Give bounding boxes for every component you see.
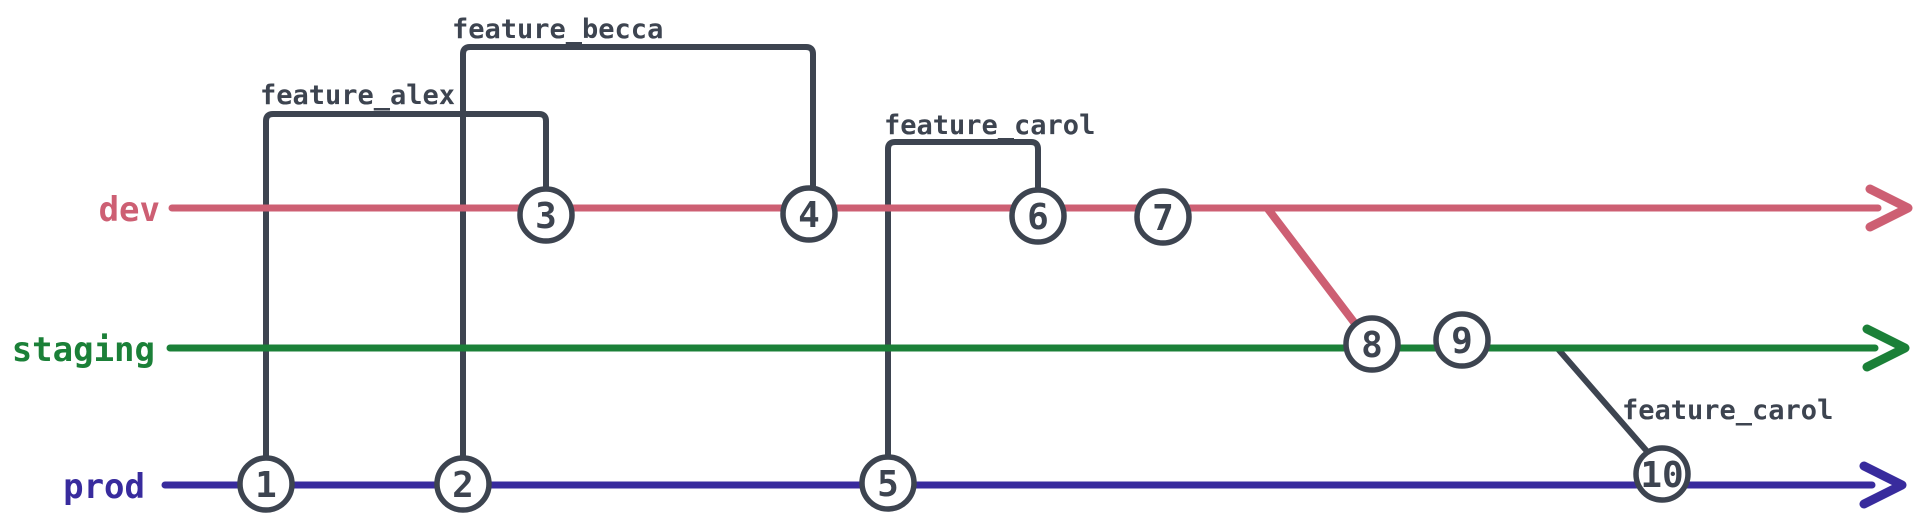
commit-node-8: 8 — [1343, 315, 1401, 373]
commit-node-10: 10 — [1633, 445, 1691, 503]
dev-branch-arrowhead-icon — [1865, 184, 1913, 232]
commit-number-8: 8 — [1361, 325, 1383, 366]
commit-node-5: 5 — [859, 454, 917, 512]
commit-number-2: 2 — [452, 465, 474, 506]
merge-line-dev-to-staging — [1264, 205, 1370, 342]
commit-number-10: 10 — [1640, 455, 1683, 496]
commit-node-7: 7 — [1134, 188, 1192, 246]
commit-number-1: 1 — [255, 465, 277, 506]
merge-line-staging-to-prod — [1555, 346, 1661, 467]
commit-circle-6 — [1009, 187, 1067, 245]
feature-label-alex: feature_alex — [260, 80, 455, 111]
branch-label-prod: prod — [63, 467, 145, 507]
prod-branch-arrowhead-icon — [1859, 461, 1907, 509]
commit-circle-3 — [517, 186, 575, 244]
commit-circle-8 — [1343, 315, 1401, 373]
commit-number-6: 6 — [1027, 197, 1049, 238]
commit-circle-9 — [1433, 311, 1491, 369]
commit-node-4: 4 — [780, 185, 838, 243]
staging-branch-arrowhead-icon — [1862, 324, 1910, 372]
commit-circle-1 — [237, 455, 295, 513]
commit-node-1: 1 — [237, 455, 295, 513]
commit-number-5: 5 — [877, 464, 899, 505]
feature-path-becca — [460, 44, 816, 461]
feature-path-carol — [885, 139, 1041, 460]
commit-node-3: 3 — [517, 186, 575, 244]
commit-number-3: 3 — [535, 196, 557, 237]
branch-label-staging: staging — [12, 330, 155, 370]
commit-number-7: 7 — [1152, 198, 1174, 239]
commit-circle-10 — [1633, 445, 1691, 503]
commit-node-6: 6 — [1009, 187, 1067, 245]
feature-path-alex — [263, 111, 549, 461]
feature-label-carol-merge: feature_carol — [1622, 395, 1833, 426]
commit-circle-4 — [780, 185, 838, 243]
feature-label-becca: feature_becca — [452, 14, 663, 45]
commit-circle-5 — [859, 454, 917, 512]
commit-node-9: 9 — [1433, 311, 1491, 369]
branch-label-dev: dev — [99, 190, 160, 230]
commit-circle-2 — [434, 455, 492, 513]
feature-label-carol: feature_carol — [884, 110, 1095, 141]
commit-number-4: 4 — [798, 195, 820, 236]
commit-number-9: 9 — [1451, 321, 1473, 362]
commit-node-2: 2 — [434, 455, 492, 513]
commit-circle-7 — [1134, 188, 1192, 246]
